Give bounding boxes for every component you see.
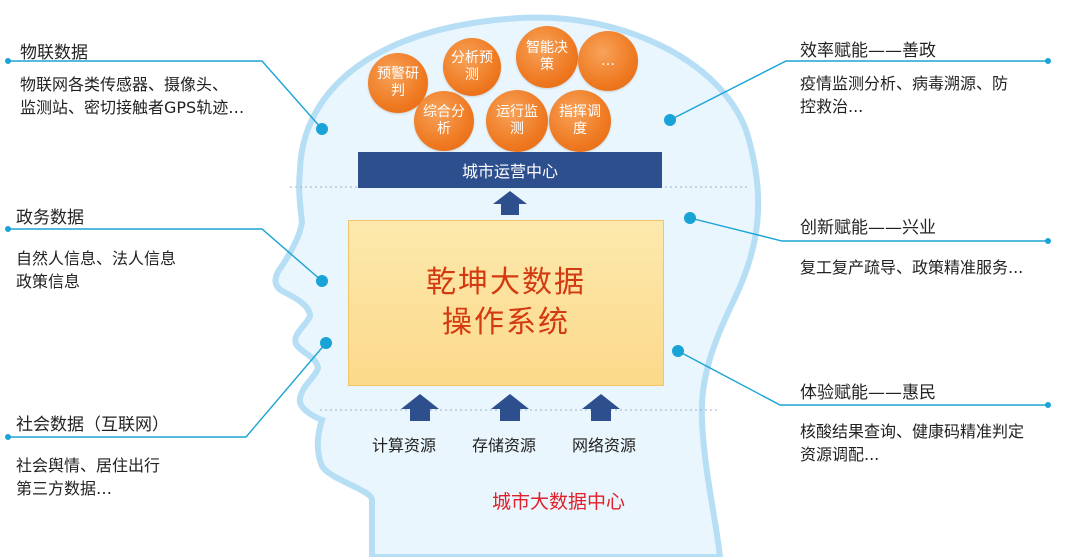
os-title-line: 乾坤大数据 (426, 265, 586, 300)
head-dot (316, 123, 328, 135)
end-dot (5, 58, 11, 64)
function-circle: 综合分析 (414, 91, 474, 151)
desc-line: 控救治... (800, 97, 864, 116)
function-circle: … (578, 31, 638, 91)
head-dot (684, 212, 696, 224)
up-arrow (491, 394, 529, 421)
resource-label: 存储资源 (472, 436, 537, 455)
desc-line: 复工复产疏导、政策精准服务... (800, 258, 1024, 277)
connector-line (689, 217, 1048, 242)
head-dot (316, 275, 328, 287)
city-operations-center: 城市运营中心 (358, 152, 662, 188)
up-arrow (401, 394, 439, 421)
left-node-desc: 物联网各类传感器、摄像头、 监测站、密切接触者GPS轨迹… (20, 73, 244, 119)
connector-line (669, 60, 1048, 121)
function-circle: 预警研判 (368, 53, 428, 113)
os-title-line: 操作系统 (442, 305, 570, 340)
right-node-desc: 疫情监测分析、病毒溯源、防 控救治... (800, 72, 1008, 118)
function-label: 分析预测 (451, 50, 493, 83)
desc-line: 物联网各类传感器、摄像头、 (20, 75, 229, 94)
end-dot (5, 434, 11, 440)
os-box: 乾坤大数据 操作系统 (348, 220, 664, 386)
connector-line (8, 342, 327, 438)
connector-line (8, 60, 323, 130)
end-dot (1045, 402, 1051, 408)
end-dot (5, 226, 11, 232)
up-arrow (582, 394, 620, 421)
left-node-title: 社会数据（互联网） (16, 415, 169, 435)
desc-line: 疫情监测分析、病毒溯源、防 (800, 74, 1009, 93)
city-data-center-label: 城市大数据中心 (492, 491, 626, 513)
head-dot (664, 114, 676, 126)
function-label: 运行监测 (496, 104, 538, 137)
head-dot (320, 337, 332, 349)
head-dot (672, 345, 684, 357)
left-node-title: 政务数据 (16, 208, 84, 228)
desc-line: 自然人信息、法人信息 (16, 249, 177, 268)
desc-line: 核酸结果查询、健康码精准判定 (800, 422, 1025, 441)
resource-label: 计算资源 (372, 436, 437, 455)
desc-line: 政策信息 (16, 272, 81, 291)
desc-line: 资源调配... (800, 445, 880, 464)
connector-line (8, 228, 323, 282)
connectors (8, 60, 1048, 438)
desc-line: 监测站、密切接触者GPS轨迹… (20, 98, 245, 117)
right-node-desc: 核酸结果查询、健康码精准判定 资源调配... (800, 420, 1024, 466)
function-circle: 指挥调度 (549, 90, 611, 152)
end-dot (1045, 58, 1051, 64)
desc-line: 社会舆情、居住出行 (16, 456, 161, 475)
function-label: 指挥调度 (559, 104, 601, 137)
function-circle: 分析预测 (443, 38, 501, 96)
right-node-title: 体验赋能——惠民 (800, 383, 936, 403)
left-node-desc: 社会舆情、居住出行 第三方数据… (16, 454, 160, 500)
function-label: 预警研判 (377, 66, 419, 99)
left-node-title: 物联数据 (20, 43, 88, 63)
left-node-desc: 自然人信息、法人信息 政策信息 (16, 247, 176, 293)
desc-line: 第三方数据… (16, 479, 113, 498)
function-label: 智能决策 (526, 40, 568, 73)
function-label: 综合分析 (423, 104, 465, 137)
right-node-title: 创新赋能——兴业 (800, 218, 936, 238)
connector-line (677, 350, 1048, 406)
end-dot (1045, 238, 1051, 244)
right-node-desc: 复工复产疏导、政策精准服务... (800, 256, 1023, 279)
function-circle: 智能决策 (516, 26, 578, 88)
up-arrow (493, 191, 527, 215)
function-label: … (601, 52, 615, 69)
right-node-title: 效率赋能——善政 (800, 41, 936, 61)
connector-dots (5, 58, 1051, 440)
resource-label: 网络资源 (572, 436, 637, 455)
function-circle: 运行监测 (486, 90, 548, 152)
